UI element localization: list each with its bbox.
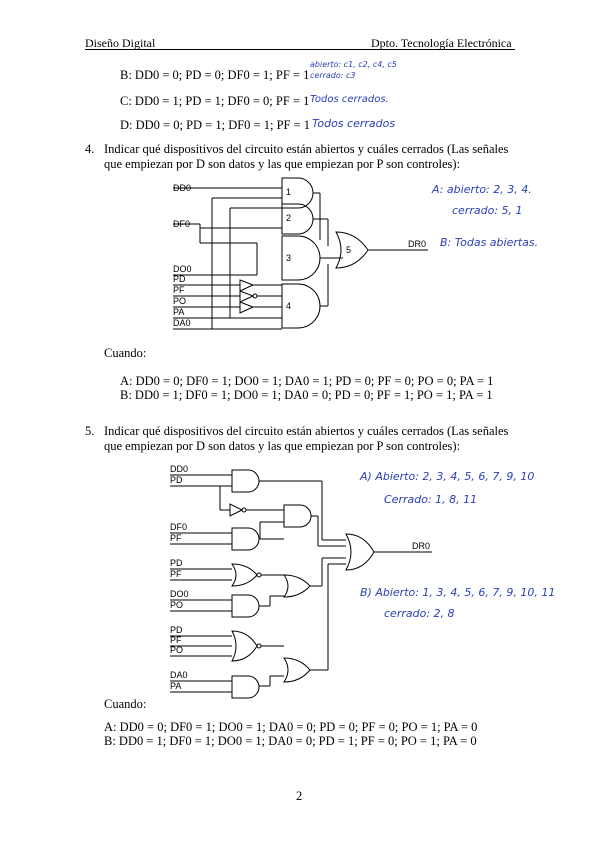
q4-gate-1: 1 (286, 187, 291, 197)
q5-label-pa: PA (170, 681, 181, 691)
header-left: Diseño Digital (85, 36, 156, 50)
q5-label-pf-3: PF (170, 635, 182, 645)
q4-number: 4. (85, 142, 95, 156)
q5-line1: Indicar qué dispositivos del circuito es… (104, 424, 509, 438)
q4-case-a: A: DD0 = 0; DF0 = 1; DO0 = 1; DA0 = 1; P… (120, 374, 494, 388)
q4-label-dd0: DD0 (173, 183, 191, 193)
answer-d: D: DD0 = 0; PD = 1; DF0 = 1; PF = 1 (120, 118, 311, 132)
q4-gate-5: 5 (346, 245, 351, 255)
q4-label-do0: DO0 (173, 264, 192, 274)
header-right: Dpto. Tecnología Electrónica (371, 36, 512, 50)
q4-label-dr0: DR0 (408, 239, 426, 249)
q5-note-b2: cerrado: 2, 8 (384, 607, 455, 620)
answer-b: B: DD0 = 0; PD = 0; DF0 = 1; PF = 1 (120, 68, 310, 82)
q4-label-pa: PA (173, 307, 184, 317)
q5-number: 5. (85, 424, 95, 438)
q5-case-a: A: DD0 = 0; DF0 = 1; DO0 = 1; DA0 = 0; P… (104, 720, 478, 734)
q5-label-pd-2: PD (170, 558, 183, 568)
q4-line2: que empiezan por D son datos y las que e… (104, 157, 461, 171)
q5-label-po: PO (170, 600, 183, 610)
q5-label-dr0: DR0 (412, 541, 430, 551)
q4-note-a1: A: abierto: 2, 3, 4. (432, 183, 532, 196)
q4-note-a2: cerrado: 5, 1 (452, 204, 523, 217)
answer-c: C: DD0 = 1; PD = 1; DF0 = 0; PF = 1 (120, 94, 310, 108)
q5-line2: que empiezan por D son datos y las que e… (104, 439, 461, 453)
q4-gate-2: 2 (286, 213, 291, 223)
q5-label-df0: DF0 (170, 522, 187, 532)
q5-label-do0: DO0 (170, 589, 189, 599)
q4-label-pf: PF (173, 285, 185, 295)
note-b-open: abierto: c1, c2, c4, c5 (310, 60, 397, 69)
q4-circuit-diagram: DD0 DF0 DO0 PD PF PO PA DA0 DR0 1 2 3 4 … (173, 177, 428, 330)
q5-label-pd-3: PD (170, 625, 183, 635)
q5-circuit-diagram: DD0 PD DF0 PF PD PF DO0 PO PD PF PO DA0 … (170, 464, 432, 699)
q5-label-pd: PD (170, 475, 183, 485)
q5-note-a1: A) Abierto: 2, 3, 4, 5, 6, 7, 9, 10 (360, 470, 535, 483)
q4-label-pd: PD (173, 274, 186, 284)
q5-label-pf: PF (170, 533, 182, 543)
q5-label-po-2: PO (170, 645, 183, 655)
q4-gate-3: 3 (286, 253, 291, 263)
q4-label-df0: DF0 (173, 219, 190, 229)
q4-gate-4: 4 (286, 301, 291, 311)
q4-line1: Indicar qué dispositivos del circuito es… (104, 142, 509, 156)
note-c: Todos cerrados. (310, 94, 389, 105)
q5-note-a2: Cerrado: 1, 8, 11 (384, 493, 478, 506)
note-b-closed: cerrado: c3 (310, 71, 356, 80)
q4-note-b: B: Todas abiertas. (440, 236, 539, 249)
header-rule (85, 49, 515, 50)
q5-label-pf-2: PF (170, 569, 182, 579)
q4-cuando: Cuando: (104, 346, 147, 360)
q5-label-dd0: DD0 (170, 464, 188, 474)
q5-label-da0: DA0 (170, 670, 188, 680)
q4-label-da0: DA0 (173, 318, 191, 328)
q5-note-b1: B) Abierto: 1, 3, 4, 5, 6, 7, 9, 10, 11 (360, 586, 556, 599)
note-d: Todos cerrados (312, 117, 396, 130)
q4-case-b: B: DD0 = 1; DF0 = 1; DO0 = 1; DA0 = 0; P… (120, 388, 493, 402)
q5-case-b: B: DD0 = 1; DF0 = 1; DO0 = 1; DA0 = 0; P… (104, 734, 477, 748)
page-number: 2 (296, 789, 303, 803)
q5-cuando: Cuando: (104, 697, 147, 711)
q4-label-po: PO (173, 296, 186, 306)
